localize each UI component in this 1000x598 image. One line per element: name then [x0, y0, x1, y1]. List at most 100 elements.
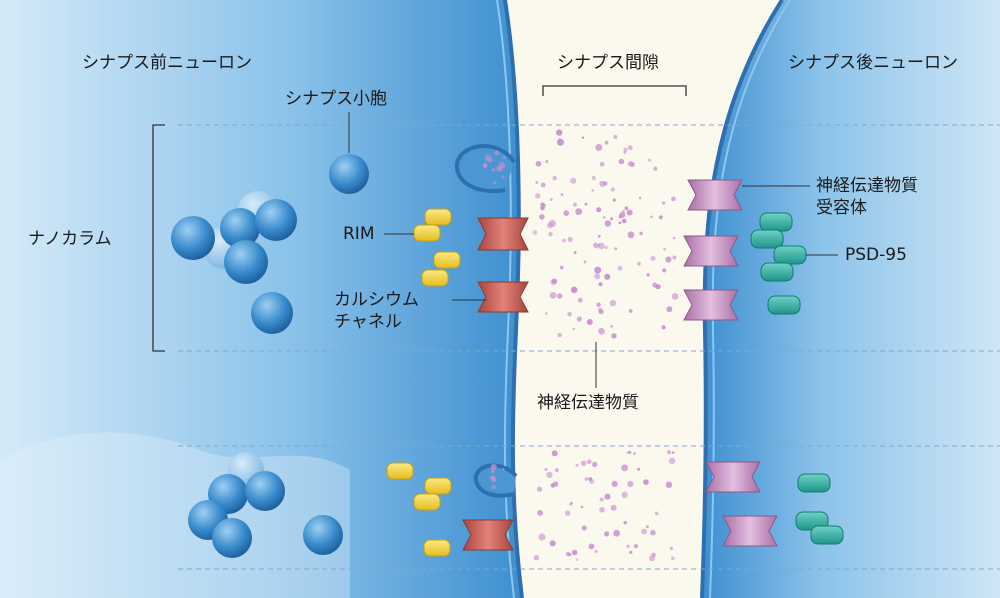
neurotransmitter-dot	[571, 549, 578, 556]
neurotransmitter-dot	[604, 220, 612, 227]
neurotransmitter-dot	[540, 205, 545, 211]
neurotransmitter-dot	[537, 510, 543, 516]
neurotransmitter-dot	[565, 510, 571, 516]
vesicle-labeled	[329, 154, 369, 194]
neurotransmitter-dot	[627, 160, 634, 167]
neurotransmitter-dot	[493, 181, 496, 184]
label-synaptic-vesicle: シナプス小胞	[285, 89, 387, 109]
receptor	[683, 289, 739, 321]
neurotransmitter-dot	[533, 555, 540, 561]
neurotransmitter-dot	[629, 550, 633, 555]
neurotransmitter-dot	[633, 452, 637, 456]
neurotransmitter-dot	[597, 234, 601, 238]
neurotransmitter-dot	[549, 292, 557, 299]
neurotransmitter-dot	[535, 181, 539, 184]
neurotransmitter-dot	[627, 480, 634, 488]
neurotransmitter-dot	[552, 175, 557, 181]
neurotransmitter-dot	[586, 459, 592, 465]
label-nanocolumn: ナノカラム	[28, 229, 112, 249]
neurotransmitter-dot	[671, 451, 675, 454]
vesicle	[251, 292, 293, 334]
neurotransmitter-dot	[621, 491, 628, 498]
neurotransmitter-dot	[641, 528, 647, 535]
neurotransmitter-dot	[594, 273, 601, 280]
neurotransmitter-dot	[575, 463, 579, 467]
neurotransmitter-dot	[556, 129, 563, 136]
neurotransmitter-dot	[621, 464, 628, 472]
receptor	[683, 235, 739, 267]
neurotransmitter-dot	[584, 202, 588, 206]
neurotransmitter-particles	[482, 129, 679, 562]
neurotransmitter-dot	[603, 216, 606, 219]
neurotransmitter-dot	[655, 284, 661, 290]
neurotransmitter-dot	[491, 484, 496, 490]
neurotransmitter-dot	[592, 461, 598, 467]
neurotransmitter-dot	[610, 324, 613, 328]
psd95-protein	[759, 212, 793, 232]
neurotransmitter-dot	[614, 247, 618, 251]
rim-protein	[433, 251, 461, 269]
neurotransmitter-dot	[594, 266, 602, 274]
neurotransmitter-dot	[627, 145, 633, 151]
neurotransmitter-dot	[594, 549, 598, 554]
neurotransmitter-dot	[560, 193, 564, 196]
neurotransmitter-dot	[622, 209, 625, 213]
neurotransmitter-dot	[672, 255, 677, 260]
vesicle-cluster-top	[171, 154, 369, 334]
neurotransmitter-dot	[650, 256, 656, 261]
leader-lines	[348, 112, 838, 388]
neurotransmitter-dot	[672, 236, 676, 240]
psd95-protein	[810, 525, 844, 545]
neurotransmitter-dot	[576, 558, 579, 561]
neurotransmitter-dot	[569, 502, 573, 506]
neurotransmitter-dot	[502, 467, 505, 471]
neurotransmitter-dot	[646, 525, 649, 529]
neurotransmitter-dot	[650, 529, 656, 536]
cleft-bracket	[542, 85, 687, 96]
neurotransmitter-dot	[545, 160, 549, 164]
neurotransmitter-dot	[599, 497, 604, 502]
neurotransmitter-dot	[536, 486, 543, 492]
neurotransmitter-dot	[570, 286, 578, 294]
neurotransmitter-dot	[623, 521, 627, 525]
neurotransmitter-dot	[591, 189, 594, 192]
vesicle	[212, 518, 252, 558]
neurotransmitter-dot	[662, 268, 667, 273]
neurotransmitter-dot	[490, 464, 497, 470]
neurotransmitter-dot	[604, 246, 608, 249]
neurotransmitter-dot	[637, 467, 641, 471]
neurotransmitter-dot	[639, 231, 643, 236]
neurotransmitter-dot	[546, 471, 553, 478]
vesicle	[171, 216, 215, 260]
vesicle	[224, 240, 268, 284]
label-receptor-line2: 受容体	[816, 198, 867, 218]
neurotransmitter-dot	[596, 302, 601, 308]
neurotransmitter-dot	[613, 529, 620, 537]
neurotransmitter-dot	[653, 166, 658, 171]
neurotransmitter-dot	[667, 450, 671, 455]
neurotransmitter-dot	[538, 533, 546, 541]
neurotransmitter-dot	[617, 265, 623, 271]
neurotransmitter-dot	[559, 265, 564, 270]
neurotransmitter-dot	[535, 193, 541, 199]
neurotransmitter-dot	[567, 236, 573, 243]
neurotransmitter-dot	[573, 251, 577, 255]
neurotransmitter-dot	[643, 479, 649, 485]
nanocolumn-bracket	[152, 124, 165, 352]
calcium-channel	[462, 519, 514, 551]
neurotransmitter-dot	[498, 162, 506, 169]
neurotransmitter-dot	[669, 546, 674, 551]
neurotransmitter-dot	[612, 198, 616, 202]
synaptic-cleft	[505, 0, 782, 598]
psd95-protein	[797, 473, 831, 493]
rim-protein	[413, 224, 441, 242]
vesicle	[220, 208, 260, 248]
neurotransmitter-dot	[613, 135, 618, 139]
psd95-protein	[773, 245, 807, 265]
neurotransmitter-dot	[626, 209, 633, 216]
label-receptor-line1: 神経伝達物質	[816, 176, 918, 196]
neurotransmitter-dot	[489, 475, 496, 481]
neurotransmitter-dot	[482, 163, 488, 168]
neurotransmitter-dot	[575, 208, 583, 216]
